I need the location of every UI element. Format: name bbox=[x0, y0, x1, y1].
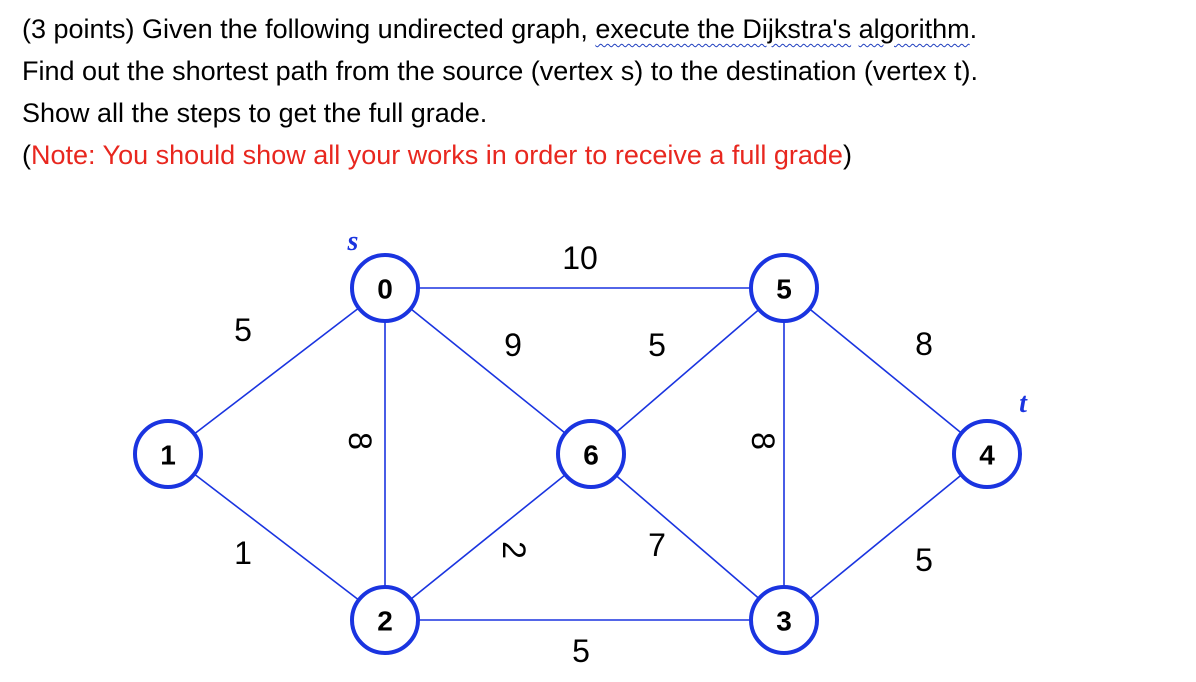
note-close-paren: ) bbox=[842, 140, 852, 170]
node-2-label: 2 bbox=[377, 606, 393, 637]
question-line-1-underlined-1: execute the Dijkstra's bbox=[595, 14, 852, 44]
node-1-circle bbox=[133, 419, 203, 489]
edge-weight-5-3: 8 bbox=[745, 432, 781, 450]
edge-0-6 bbox=[410, 308, 566, 434]
node-6-circle bbox=[556, 419, 626, 489]
edge-weight-6-5: 5 bbox=[648, 327, 666, 363]
node-5-label: 5 bbox=[776, 274, 792, 305]
node-4-circle bbox=[952, 419, 1022, 489]
node-1-label: 1 bbox=[160, 440, 176, 471]
note-open-paren: ( bbox=[22, 140, 31, 170]
node-2-circle bbox=[350, 585, 420, 655]
graph-edge-weights: 10 5 9 8 1 2 5 5 7 8 8 5 bbox=[234, 240, 933, 669]
edge-3-4 bbox=[809, 474, 962, 600]
node-4-label: 4 bbox=[979, 440, 995, 471]
target-tag: t bbox=[1019, 388, 1028, 419]
edge-weight-5-4: 8 bbox=[915, 326, 933, 362]
node-3-label: 3 bbox=[776, 606, 792, 637]
node-0-circle bbox=[350, 253, 420, 323]
edge-weight-2-3: 5 bbox=[572, 633, 590, 669]
edge-weight-0-5: 10 bbox=[562, 240, 598, 276]
graph-edges bbox=[193, 287, 962, 621]
node-3-circle bbox=[749, 585, 819, 655]
node-0-label: 0 bbox=[377, 274, 393, 305]
edge-weight-1-0: 5 bbox=[234, 312, 252, 348]
question-line-1-underlined-2: algorithm bbox=[858, 14, 970, 44]
node-6-label: 6 bbox=[583, 440, 599, 471]
edge-2-6 bbox=[410, 474, 566, 600]
edge-6-5 bbox=[615, 308, 760, 434]
question-line-1-suffix: . bbox=[969, 14, 978, 44]
question-line-2: Find out the shortest path from the sour… bbox=[22, 56, 978, 86]
question-text: (3 points) Given the following undirecte… bbox=[22, 8, 1182, 176]
edge-6-3 bbox=[615, 474, 760, 600]
graph-nodes: 0 1 2 3 4 5 6 bbox=[133, 253, 1022, 655]
edge-5-4 bbox=[809, 308, 962, 434]
question-line-3: Show all the steps to get the full grade… bbox=[22, 98, 488, 128]
question-line-1-prefix: (3 points) Given the following undirecte… bbox=[22, 14, 596, 44]
edge-weight-2-6: 2 bbox=[496, 541, 532, 559]
edge-1-2 bbox=[193, 473, 360, 601]
edge-weight-6-3: 7 bbox=[648, 527, 666, 563]
edge-weight-0-2: 8 bbox=[342, 432, 378, 450]
question-note-line: (Note: You should show all your works in… bbox=[22, 134, 1182, 176]
edge-weight-0-6: 9 bbox=[504, 327, 522, 363]
question-line-1: (3 points) Given the following undirecte… bbox=[22, 8, 1182, 50]
note-text: Note: You should show all your works in … bbox=[31, 140, 843, 170]
node-5-circle bbox=[749, 253, 819, 323]
edge-1-0 bbox=[193, 307, 360, 435]
edge-weight-1-2: 1 bbox=[234, 535, 252, 571]
source-tag: s bbox=[347, 226, 359, 257]
edge-weight-3-4: 5 bbox=[915, 542, 933, 578]
